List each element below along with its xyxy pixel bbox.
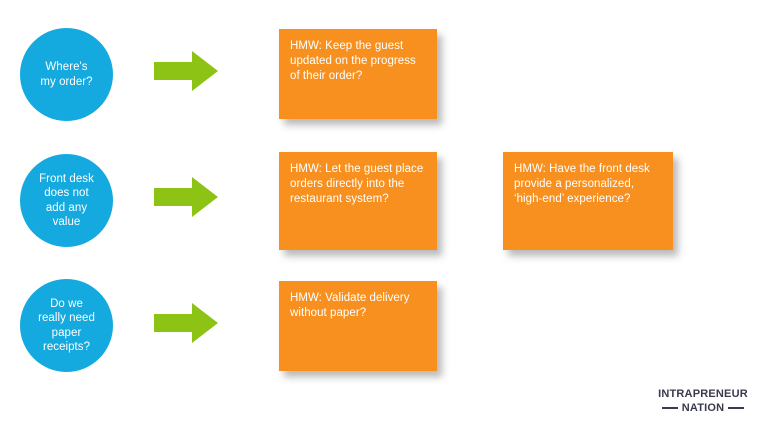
hmw-note-text-2: HMW: Let the guest place orders directly… (290, 163, 424, 205)
pain-point-label-3: Do we really need paper receipts? (38, 297, 95, 354)
logo-top-word: INTRAPRENEUR (658, 388, 748, 400)
hmw-note-text-3: HMW: Have the front desk provide a perso… (514, 163, 650, 205)
hmw-note-2[interactable]: HMW: Let the guest place orders directly… (279, 152, 437, 250)
right-arrow-icon-3 (154, 303, 218, 343)
logo-bottom-word: NATION (681, 402, 725, 414)
hmw-note-3[interactable]: HMW: Have the front desk provide a perso… (503, 152, 673, 250)
logo-rule-left (661, 407, 678, 409)
hmw-note-4[interactable]: HMW: Validate delivery without paper? (279, 281, 437, 371)
intrapreneur-nation-logo: INTRAPRENEUR NATION (657, 388, 749, 414)
pain-point-circle-1[interactable]: Where's my order? (20, 28, 113, 121)
hmw-note-text-1: HMW: Keep the guest updated on the progr… (290, 40, 416, 82)
logo-rule-right (728, 407, 745, 409)
pain-point-circle-2[interactable]: Front desk does not add any value (20, 154, 113, 247)
pain-point-label-2: Front desk does not add any value (39, 172, 94, 229)
logo-bottom-row: NATION (657, 402, 749, 414)
right-arrow-icon-1 (154, 51, 218, 91)
pain-point-label-1: Where's my order? (40, 61, 93, 88)
pain-point-circle-3[interactable]: Do we really need paper receipts? (20, 279, 113, 372)
right-arrow-icon-2 (154, 177, 218, 217)
hmw-note-1[interactable]: HMW: Keep the guest updated on the progr… (279, 29, 437, 119)
hmw-note-text-4: HMW: Validate delivery without paper? (290, 292, 410, 319)
